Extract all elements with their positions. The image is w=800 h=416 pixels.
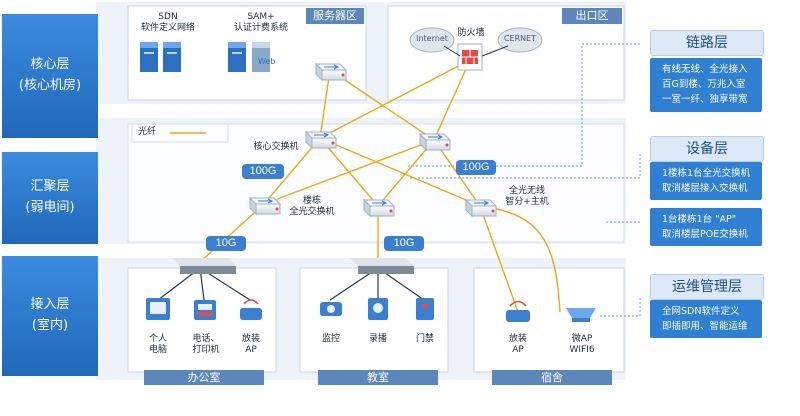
firewall-label: 防火墙 <box>457 28 485 38</box>
office-hub-icon <box>172 258 236 274</box>
top-switch-icon <box>314 62 348 82</box>
wireless-host-label: 全光无线智分+主机 <box>505 186 549 208</box>
layer-access-sub: (室内) <box>31 318 69 333</box>
ops-layer-title: 运维管理层 <box>650 274 764 300</box>
legend-fiber-label: 光纤 <box>138 127 157 137</box>
room-dorm: 宿舍 <box>492 370 612 385</box>
device-layer-body-2: 1台楼栋1台 "AP"取消楼层POE交换机 <box>650 208 762 246</box>
core-switch-left-icon <box>304 130 338 150</box>
phone-printer-icon <box>194 300 216 320</box>
pc-label: 个人电脑 <box>148 334 167 356</box>
device-panel-connector <box>408 154 641 179</box>
link-panel-connector <box>408 43 640 167</box>
ap-dorm-icon <box>506 300 530 322</box>
layer-core-title: 核心层 <box>30 57 70 73</box>
exit-zone-tag: 出口区 <box>562 8 622 24</box>
cernet-link <box>481 45 509 57</box>
core-switch-label: 核心交换机 <box>253 142 299 152</box>
aggregation-frame <box>127 123 625 243</box>
device-layer-title: 设备层 <box>650 136 764 162</box>
layer-aggregation-title: 汇聚层 <box>30 179 70 195</box>
layer-aggregation-sub: (弱电间) <box>25 200 75 215</box>
building-switch-left-icon <box>248 196 282 216</box>
broadcast-label: 录播 <box>368 334 387 344</box>
door-access-label: 门禁 <box>415 334 434 344</box>
layer-access-title: 接入层 <box>30 297 70 313</box>
sam-server-icon: Web <box>228 42 275 72</box>
layer-aggregation: 汇聚层 (弱电间) <box>2 152 98 244</box>
bandwidth-10g-left: 10G <box>206 236 246 251</box>
layer-core-sub: (核心机房) <box>18 78 82 93</box>
room-office: 办公室 <box>144 370 264 385</box>
ops-layer-body: 全网SDN软件定义即插即用、智能运维 <box>650 300 762 338</box>
link-layer-title: 链路层 <box>650 30 764 56</box>
bandwidth-100g-left: 100G <box>242 164 284 179</box>
bandwidth-10g-right: 10G <box>384 236 424 251</box>
dorm-frame <box>473 267 625 373</box>
building-switch-label: 楼栋全光交换机 <box>289 196 335 218</box>
fiber-links <box>199 59 561 313</box>
cernet-cloud-icon <box>497 27 543 53</box>
pc-icon <box>146 298 170 320</box>
ops-panel-connector <box>600 298 641 317</box>
internet-cloud-icon <box>409 27 455 53</box>
firewall-icon <box>457 43 483 71</box>
door-access-icon <box>416 298 434 320</box>
room-classroom: 教室 <box>318 370 438 385</box>
device-layer-body-1: 1楼栋1台全光交换机取消楼层接入交换机 <box>650 162 762 200</box>
internet-label: Internet <box>416 34 448 43</box>
cernet-label: CERNET <box>503 34 537 43</box>
building-switch-mid-icon <box>362 198 396 218</box>
svg-text:Web: Web <box>258 57 275 66</box>
wireless-host-switch-icon <box>464 198 498 218</box>
link-layer-body: 有线无线、全光接入百G到楼、万兆入室一室一纤、独享带宽 <box>650 58 762 112</box>
layer-access: 接入层 (室内) <box>2 256 98 376</box>
legend-box <box>131 123 229 143</box>
server-zone-tag: 服务器区 <box>306 8 364 24</box>
micro-ap-icon <box>566 308 596 322</box>
camera-icon <box>320 302 342 316</box>
core-switch-right-icon <box>418 132 452 152</box>
bandwidth-100g-right: 100G <box>456 160 496 175</box>
sam-label: SAM+认证计费系统 <box>233 12 288 34</box>
camera-label: 监控 <box>321 334 340 344</box>
ap-office-icon <box>240 299 262 320</box>
internet-link <box>443 45 461 57</box>
broadcast-icon <box>368 298 388 320</box>
layer-core: 核心层 (核心机房) <box>2 14 98 138</box>
sdn-server-icon <box>140 42 181 72</box>
classroom-hub-icon <box>350 258 414 274</box>
phone-printer-label: 电话、打印机 <box>192 334 220 356</box>
